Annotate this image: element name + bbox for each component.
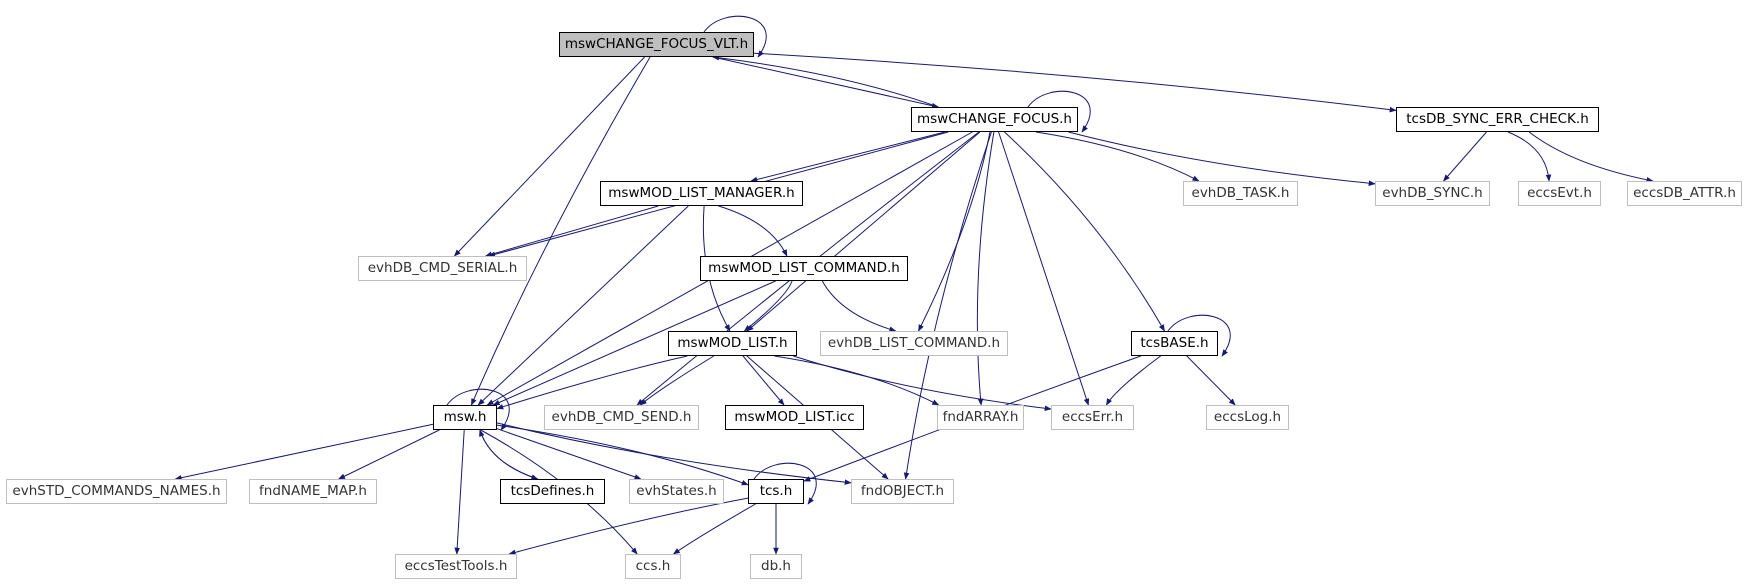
edge-msw-to-evhstates (496, 428, 642, 480)
edge-tcsbase-to-eccslog (1186, 355, 1236, 406)
edge-mswchange-focus-to-evhdb-sync (1068, 131, 1376, 186)
edge-msw-to-tcs (496, 424, 749, 486)
edge-mswchange-focus-to-mswmod-list (746, 131, 981, 332)
graph-node-ccs[interactable]: ccs.h (625, 554, 681, 579)
edge-mswchange-focus-vlt-to-evhdb-cmd-serial (453, 56, 645, 257)
edge-msw-to-fndobject (496, 422, 852, 485)
edge-msw-to-tcsdefines (479, 429, 539, 480)
edge-mswmod-list-manager-to-evhdb-cmd-serial (485, 205, 659, 257)
edge-mswchange-focus-vlt-to-msw (470, 56, 651, 406)
graph-node-db[interactable]: db.h (750, 554, 802, 579)
graph-node-tcsdb-sync-err-check[interactable]: tcsDB_SYNC_ERR_CHECK.h (1396, 107, 1599, 132)
edge-mswmod-list-command-to-msw (492, 280, 776, 406)
edge-mswchange-focus-vlt-to-mswchange-focus-vlt (703, 15, 767, 58)
edge-tcsdb-sync-err-check-to-eccsdb-attr (1528, 131, 1654, 183)
graph-node-msw[interactable]: msw.h (433, 405, 497, 430)
edge-mswchange-focus-to-fndarray (976, 131, 995, 406)
edge-mswmod-list-command-to-mswmod-list (743, 280, 793, 332)
graph-node-mswmod-list[interactable]: mswMOD_LIST.h (668, 331, 797, 356)
edge-mswchange-focus-to-tcsbase (1004, 131, 1165, 332)
edge-tcsbase-to-tcsbase (1167, 314, 1231, 357)
edge-mswmod-list-to-eccserr (793, 355, 1052, 412)
edge-mswmod-list-to-fndarray (774, 355, 940, 406)
edge-mswchange-focus-to-mswchange-focus (1027, 90, 1091, 133)
graph-node-mswchange-focus-vlt[interactable]: mswCHANGE_FOCUS_VLT.h (559, 32, 754, 57)
graph-node-mswmod-list-icc[interactable]: mswMOD_LIST.icc (725, 405, 864, 430)
edge-mswmod-list-command-to-evhdb-list-command (821, 280, 897, 332)
graph-node-tcs[interactable]: tcs.h (748, 479, 804, 504)
edge-mswchange-focus-to-mswchange-focus-vlt (712, 54, 939, 108)
graph-node-eccslog[interactable]: eccsLog.h (1206, 405, 1289, 430)
edge-tcsbase-to-eccserr (1105, 355, 1161, 406)
graph-node-fndarray[interactable]: fndARRAY.h (937, 405, 1024, 430)
graph-node-evhdb-cmd-serial[interactable]: evhDB_CMD_SERIAL.h (358, 256, 527, 281)
graph-node-mswmod-list-manager[interactable]: mswMOD_LIST_MANAGER.h (600, 181, 803, 206)
edge-msw-to-fndname-map (338, 429, 440, 480)
graph-node-tcsdefines[interactable]: tcsDefines.h (500, 479, 605, 504)
edge-tcs-to-tcs (753, 462, 817, 505)
edge-mswchange-focus-vlt-to-mswchange-focus (712, 56, 939, 109)
edge-mswchange-focus-to-evhdb-list-command (918, 131, 991, 332)
edge-mswchange-focus-to-evhdb-task (1036, 131, 1200, 182)
graph-node-evhdb-task[interactable]: evhDB_TASK.h (1183, 181, 1298, 206)
graph-node-fndobject[interactable]: fndOBJECT.h (851, 479, 954, 504)
edge-mswmod-list-to-mswmod-list-icc (742, 355, 785, 406)
edge-mswmod-list-manager-to-msw (477, 205, 689, 406)
graph-node-mswmod-list-command[interactable]: mswMOD_LIST_COMMAND.h (700, 256, 908, 281)
edge-tcsdefines-to-msw (479, 429, 538, 480)
edge-tcs-to-eccstesttools (508, 497, 749, 556)
graph-node-evhdb-cmd-send[interactable]: evhDB_CMD_SEND.h (544, 405, 699, 430)
edge-mswchange-focus-vlt-to-tcsdb-sync-err-check (753, 52, 1397, 113)
graph-node-mswchange-focus[interactable]: mswCHANGE_FOCUS.h (911, 107, 1078, 132)
graph-node-evhdb-sync[interactable]: evhDB_SYNC.h (1375, 181, 1490, 206)
graph-node-eccsdb-attr[interactable]: eccsDB_ATTR.h (1627, 181, 1742, 206)
graph-node-eccstesttools[interactable]: eccsTestTools.h (395, 554, 517, 579)
graph-node-fndname-map[interactable]: fndNAME_MAP.h (249, 479, 377, 504)
edge-msw-to-evhstd-commands-names (174, 423, 434, 481)
graph-node-tcsbase[interactable]: tcsBASE.h (1131, 331, 1218, 356)
edge-tcsdb-sync-err-check-to-evhdb-sync (1443, 131, 1487, 182)
edge-tcsdb-sync-err-check-to-eccsevt (1507, 131, 1552, 182)
graph-node-eccserr[interactable]: eccsErr.h (1051, 405, 1134, 430)
edge-mswmod-list-to-evhdb-cmd-send (639, 355, 715, 406)
edge-msw-to-eccstesttools (454, 429, 465, 555)
graph-node-eccsevt[interactable]: eccsEvt.h (1518, 181, 1601, 206)
edge-mswmod-list-manager-to-mswmod-list-command (718, 205, 788, 257)
edge-tcs-to-ccs (672, 503, 756, 555)
edge-mswchange-focus-to-eccserr (998, 131, 1090, 406)
edge-mswchange-focus-to-fndobject (903, 131, 992, 480)
edge-mswchange-focus-to-mswmod-list-manager (750, 131, 946, 183)
edge-mswmod-list-to-msw (496, 355, 688, 410)
graph-node-evhstd-commands-names[interactable]: evhSTD_COMMANDS_NAMES.h (6, 479, 227, 504)
edge-msw-to-msw (446, 388, 510, 431)
graph-node-evhstates[interactable]: evhStates.h (629, 479, 724, 504)
graph-node-evhdb-list-command[interactable]: evhDB_LIST_COMMAND.h (820, 331, 1008, 356)
